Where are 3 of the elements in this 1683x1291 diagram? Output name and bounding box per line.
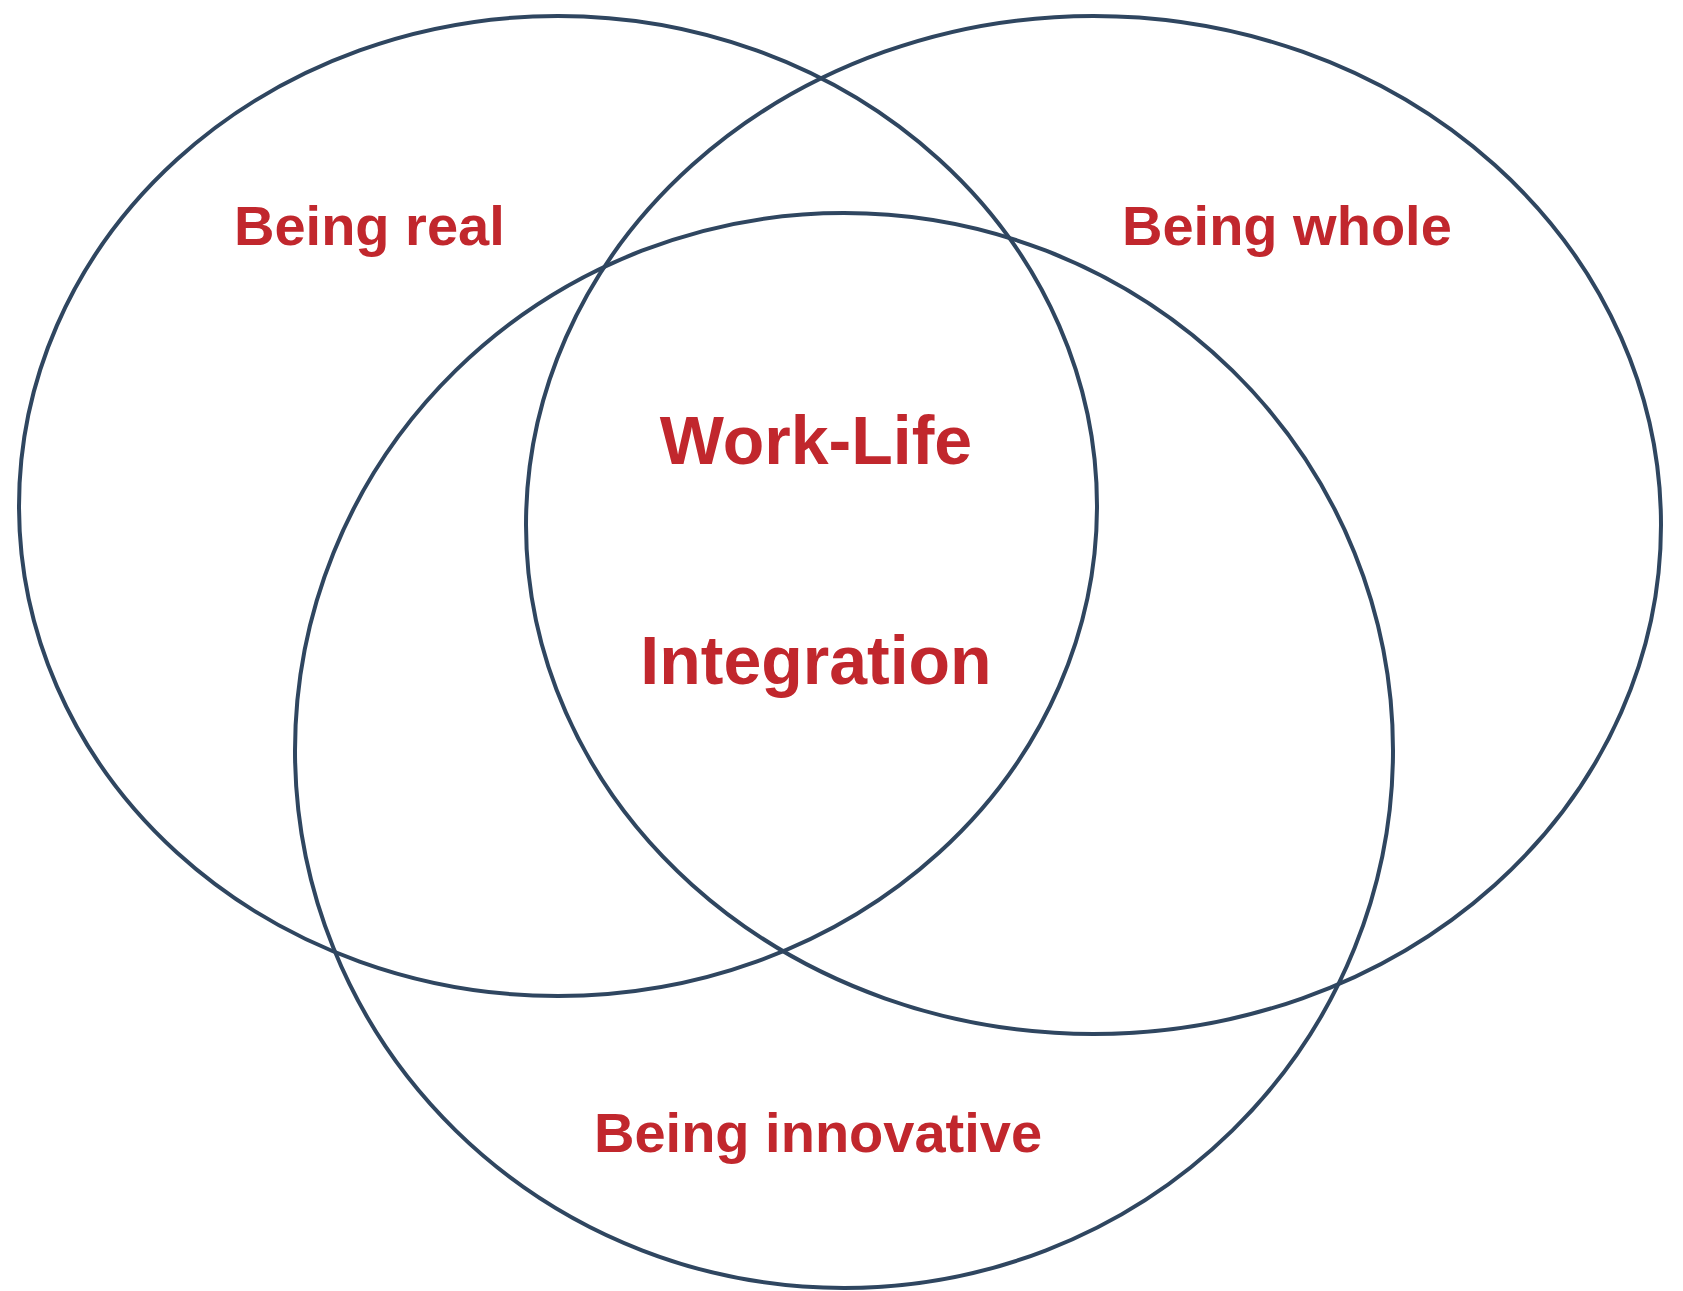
set-ellipse <box>19 16 1097 996</box>
set-ellipse <box>526 16 1661 1034</box>
center-label: Work-Life Integration <box>639 401 993 700</box>
